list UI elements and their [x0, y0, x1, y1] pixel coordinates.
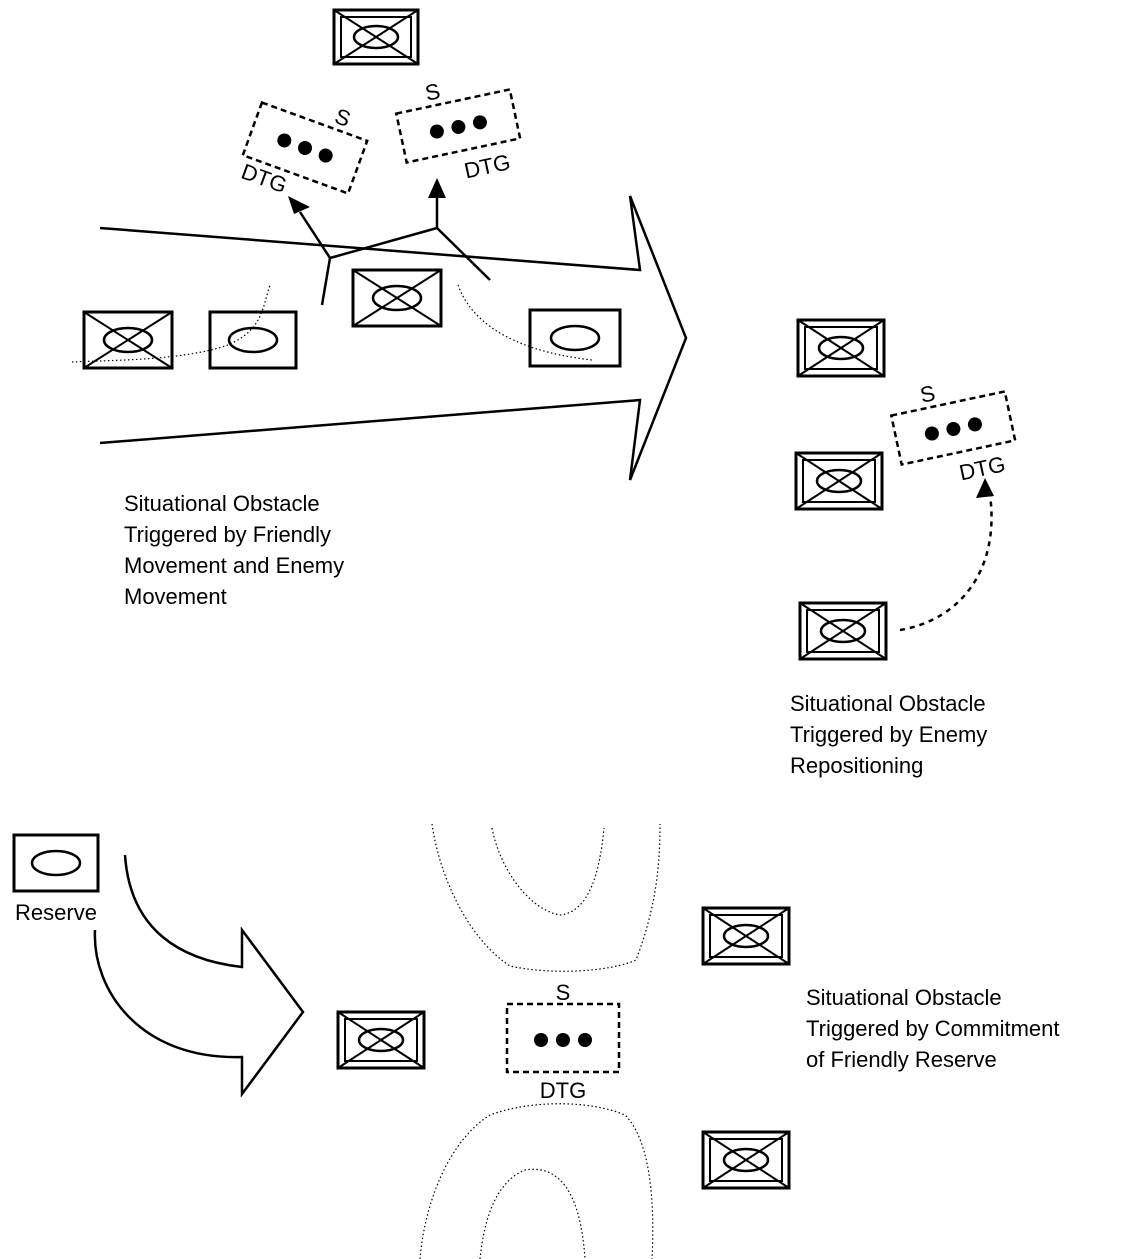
- obstacle-dtg-label: DTG: [957, 451, 1008, 485]
- caption-line: of Friendly Reserve: [806, 1047, 997, 1072]
- caption-line: Situational Obstacle: [806, 985, 1002, 1010]
- reserve-unit-symbol: [12, 833, 100, 893]
- reserve-label: Reserve: [15, 900, 97, 925]
- contour-line: [479, 1168, 586, 1259]
- scenario-enemy-repositioning: S DTG: [794, 318, 1017, 661]
- enemy-unit-symbol: [701, 906, 791, 966]
- situational-obstacle: S DTG: [238, 100, 369, 198]
- caption-line: Movement: [124, 584, 227, 609]
- reserve-commitment-arrow: [93, 854, 305, 1098]
- trigger-branch-lines: [298, 195, 491, 306]
- caption-line: Repositioning: [790, 753, 924, 778]
- scenario-friendly-reserve: Reserve: [12, 833, 791, 1190]
- enemy-unit-symbol: [336, 1010, 426, 1070]
- caption-line: Triggered by Commitment: [806, 1016, 1060, 1041]
- situational-obstacle: S DTG: [394, 78, 522, 183]
- contour-line: [491, 827, 605, 916]
- arrowhead-icon: [976, 478, 994, 498]
- obstacle-dtg-label: DTG: [238, 159, 290, 198]
- obstacle-dtg-label: DTG: [462, 149, 513, 183]
- friendly-attack-arrow: [99, 195, 688, 481]
- contour-line: [419, 1103, 654, 1259]
- caption-friendly-reserve: Situational Obstacle Triggered by Commit…: [806, 982, 1059, 1075]
- enemy-unit-symbol: [798, 601, 888, 661]
- caption-enemy-repositioning: Situational Obstacle Triggered by Enemy …: [790, 688, 987, 781]
- contour-line: [457, 284, 593, 361]
- caption-line: Situational Obstacle: [790, 691, 986, 716]
- friendly-unit-symbol: [528, 308, 622, 368]
- obstacle-s-label: S: [423, 78, 443, 106]
- situational-obstacle: S DTG: [889, 380, 1017, 485]
- obstacle-s-label: S: [556, 980, 571, 1005]
- caption-line: Triggered by Enemy: [790, 722, 988, 747]
- friendly-unit-symbol: [208, 310, 298, 370]
- repositioning-arrow: [899, 494, 993, 632]
- friendly-unit-symbol: [82, 310, 174, 370]
- scenario-friendly-enemy-movement: S DTG S DTG: [82, 8, 688, 481]
- contour-line: [71, 284, 271, 363]
- caption-friendly-enemy-movement: Situational Obstacle Triggered by Friend…: [124, 488, 344, 612]
- caption-line: Situational Obstacle: [124, 491, 320, 516]
- enemy-unit-symbol: [332, 8, 420, 66]
- obstacle-dtg-label: DTG: [540, 1078, 586, 1103]
- arrowhead-icon: [288, 196, 310, 214]
- caption-line: Movement and Enemy: [124, 553, 345, 578]
- enemy-unit-symbol: [701, 1130, 791, 1190]
- obstacle-s-label: S: [918, 380, 938, 408]
- enemy-unit-symbol: [794, 451, 884, 511]
- situational-obstacle: S DTG: [505, 980, 621, 1103]
- friendly-unit-symbol: [351, 268, 443, 328]
- terrain-contours: [71, 284, 661, 1259]
- enemy-unit-symbol: [796, 318, 886, 378]
- obstacle-s-label: S: [332, 103, 354, 132]
- arrowhead-icon: [428, 178, 446, 198]
- contour-line: [431, 823, 661, 972]
- caption-line: Triggered by Friendly: [124, 522, 332, 547]
